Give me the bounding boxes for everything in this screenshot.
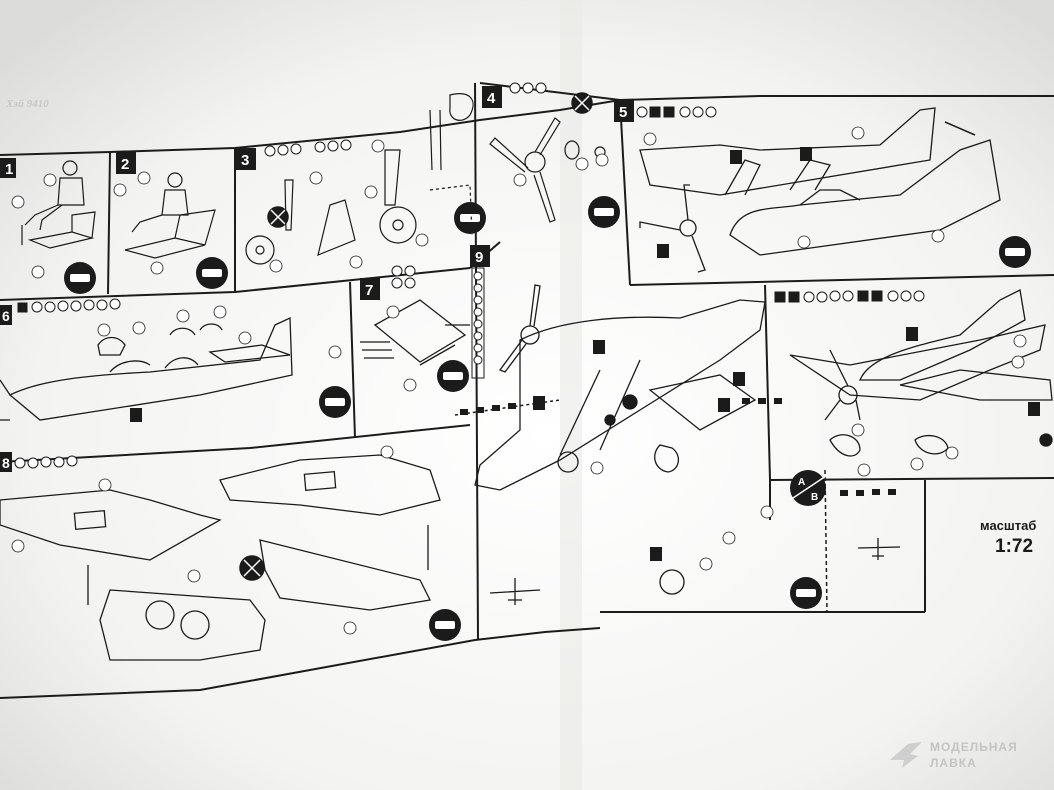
- step-6-fuselage-drawing: [0, 316, 293, 421]
- step-number-boxes: 1 2 3 4 5 6 7 8 9: [0, 86, 634, 472]
- glue-icon: [196, 257, 228, 289]
- watermark: МОДЕЛЬНАЯ ЛАВКА: [888, 740, 1048, 780]
- striped-bars: [460, 398, 896, 496]
- no-glue-icon: [239, 555, 265, 581]
- step-4-propeller-drawing: [489, 117, 606, 223]
- glue-icon: [454, 202, 486, 234]
- step-9-header-parts: [471, 267, 485, 379]
- paper-fold: [560, 0, 582, 790]
- silhouettes: [489, 538, 901, 605]
- step-9-aircraft-drawing: [474, 284, 766, 595]
- marker-a: A: [798, 477, 805, 488]
- step-8-header-parts: [14, 455, 78, 469]
- part-labels: [11, 126, 1027, 635]
- step-5-header-parts: [636, 106, 717, 118]
- no-glue-icons: [239, 92, 593, 581]
- step-8-number: 8: [2, 455, 10, 471]
- watermark-line-1: МОДЕЛЬНАЯ: [930, 740, 1018, 754]
- handwritten-note: Хэй 9410: [6, 98, 49, 110]
- glue-icon: [999, 236, 1031, 268]
- scale-label: масштаб: [980, 518, 1037, 533]
- step-6-header-parts: [17, 298, 121, 313]
- frame-lines: [0, 82, 1054, 699]
- step-4-header-parts: [509, 82, 547, 94]
- step-5-arrow: [944, 121, 976, 136]
- inline-part-tags: [130, 147, 1040, 561]
- step-4-number: 4: [487, 90, 496, 107]
- step-10-aircraft-drawing: [789, 289, 1053, 457]
- marker-ab: A B: [789, 470, 827, 506]
- step-1-number: 1: [5, 161, 13, 178]
- glue-icon: [64, 262, 96, 294]
- step-8-wings-drawing: [0, 454, 441, 661]
- scale-value: 1:72: [995, 536, 1034, 557]
- step-3-number: 3: [241, 152, 249, 169]
- step-3-gear-drawing: [245, 93, 474, 265]
- bird-logo-icon: [890, 742, 922, 768]
- step-10-header-parts: [774, 290, 925, 303]
- glue-icons: [64, 196, 1031, 641]
- dashed-divider: [824, 469, 828, 613]
- part-header-rows: [14, 82, 925, 469]
- step-2-number: 2: [121, 156, 129, 173]
- no-glue-icon: [267, 206, 289, 228]
- marker-b: B: [811, 492, 818, 503]
- step-2-seat-drawing: [124, 172, 216, 259]
- no-glue-icon: [571, 92, 593, 114]
- step-7-guns-drawing: [360, 299, 470, 366]
- step-6-number: 6: [2, 308, 10, 324]
- step-1-pilot-drawing: [21, 160, 96, 249]
- step-5-fuselage-drawing: [639, 107, 1001, 273]
- watermark-line-2: ЛАВКА: [930, 756, 977, 770]
- step-7-header-parts: [391, 265, 416, 289]
- glue-icon: [429, 609, 461, 641]
- step-9-number: 9: [475, 249, 483, 266]
- glue-icon: [790, 577, 822, 609]
- glue-icon: [437, 360, 469, 392]
- glue-icon: [319, 386, 351, 418]
- step-3-header-parts: [264, 139, 352, 157]
- step-5-number: 5: [619, 104, 627, 121]
- glue-icon: [588, 196, 620, 228]
- step-7-number: 7: [365, 282, 373, 299]
